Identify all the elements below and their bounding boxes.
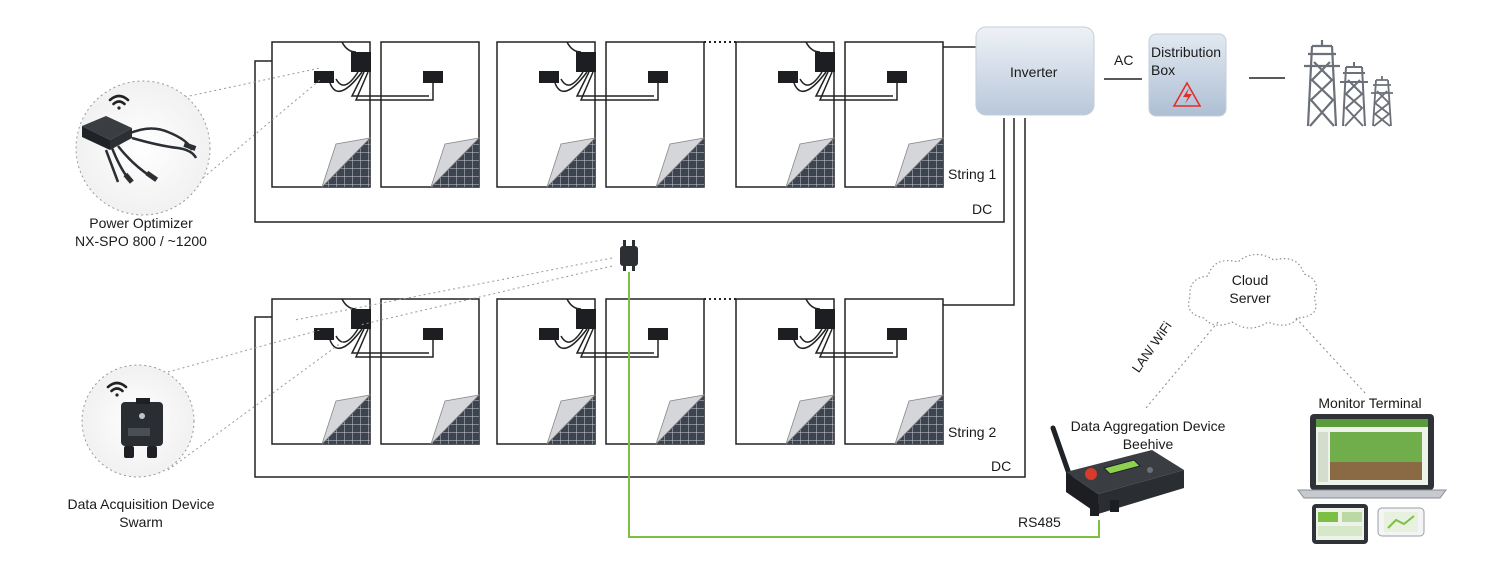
swarm-dotted-links bbox=[294, 257, 613, 326]
power-optimizer-device bbox=[82, 116, 198, 184]
optimizer bbox=[351, 52, 371, 72]
junction-box bbox=[314, 328, 334, 340]
solar-panel bbox=[380, 41, 481, 188]
optimizer bbox=[351, 309, 371, 329]
junction-box bbox=[539, 71, 559, 83]
string-2-dc-label: DC bbox=[991, 458, 1012, 474]
string-1 bbox=[271, 41, 945, 188]
monitor-terminal-label: Monitor Terminal bbox=[1318, 395, 1422, 411]
optimizer bbox=[576, 52, 596, 72]
string-1-label: String 1 bbox=[948, 166, 997, 182]
beehive-device bbox=[1050, 425, 1184, 516]
power-optimizer-callout bbox=[75, 67, 321, 216]
solar-panel bbox=[844, 41, 945, 188]
data-acquisition-label-line2: Swarm bbox=[119, 514, 163, 530]
monitor-link bbox=[1295, 317, 1367, 395]
tablet-icon bbox=[1312, 504, 1368, 544]
ac-label: AC bbox=[1114, 52, 1134, 68]
optimizer bbox=[815, 309, 835, 329]
junction-box bbox=[648, 328, 668, 340]
rs485-line bbox=[628, 272, 1100, 538]
junction-box bbox=[539, 328, 559, 340]
solar-panel bbox=[380, 298, 481, 445]
phone-icon bbox=[1377, 507, 1425, 537]
junction-box bbox=[648, 71, 668, 83]
string-1-dc-label: DC bbox=[972, 201, 993, 217]
data-acquisition-callout bbox=[81, 329, 346, 478]
string-2-label: String 2 bbox=[948, 424, 997, 440]
optimizer bbox=[815, 52, 835, 72]
junction-box bbox=[887, 71, 907, 83]
junction-box bbox=[314, 71, 334, 83]
inverter-label: Inverter bbox=[1010, 64, 1058, 80]
laptop-icon bbox=[1297, 414, 1447, 499]
solar-panel bbox=[844, 298, 945, 445]
cloud-label-line1: Cloud bbox=[1231, 272, 1269, 288]
transmission-tower-icon bbox=[1304, 40, 1393, 127]
cloud-icon bbox=[1188, 253, 1317, 329]
warning-icon bbox=[1172, 81, 1202, 107]
string-2-link-to-inverter bbox=[943, 118, 1015, 306]
swarm-device bbox=[121, 398, 163, 458]
junction-box bbox=[423, 71, 443, 83]
distribution-box-label-line2: Box bbox=[1151, 62, 1176, 78]
optimizer bbox=[576, 309, 596, 329]
swarm-device-small bbox=[620, 240, 638, 271]
solar-panel bbox=[605, 41, 706, 188]
junction-box bbox=[778, 71, 798, 83]
solar-panel bbox=[605, 298, 706, 445]
string-2-dc-loop bbox=[254, 118, 1026, 478]
lan-wifi-link bbox=[1145, 321, 1219, 409]
power-optimizer-label-line2: NX-SPO 800 / ~1200 bbox=[75, 233, 207, 249]
distribution-box-label-line1: Distribution bbox=[1151, 44, 1222, 60]
wifi-icon bbox=[108, 94, 130, 110]
junction-box bbox=[887, 328, 907, 340]
string-1-dc-loop bbox=[254, 60, 1005, 223]
cloud-label-line2: Server bbox=[1229, 290, 1271, 306]
wifi-icon bbox=[106, 381, 128, 397]
rs485-label: RS485 bbox=[1018, 514, 1061, 530]
power-optimizer-label-line1: Power Optimizer bbox=[89, 215, 193, 231]
string-2 bbox=[271, 298, 945, 445]
junction-box bbox=[778, 328, 798, 340]
distribution-box bbox=[1148, 33, 1227, 117]
junction-box bbox=[423, 328, 443, 340]
data-aggregation-label-line1: Data Aggregation Device bbox=[1070, 418, 1226, 434]
data-acquisition-label-line1: Data Acquisition Device bbox=[67, 496, 215, 512]
inverter-box bbox=[975, 26, 1095, 116]
data-aggregation-label-line2: Beehive bbox=[1122, 436, 1174, 452]
